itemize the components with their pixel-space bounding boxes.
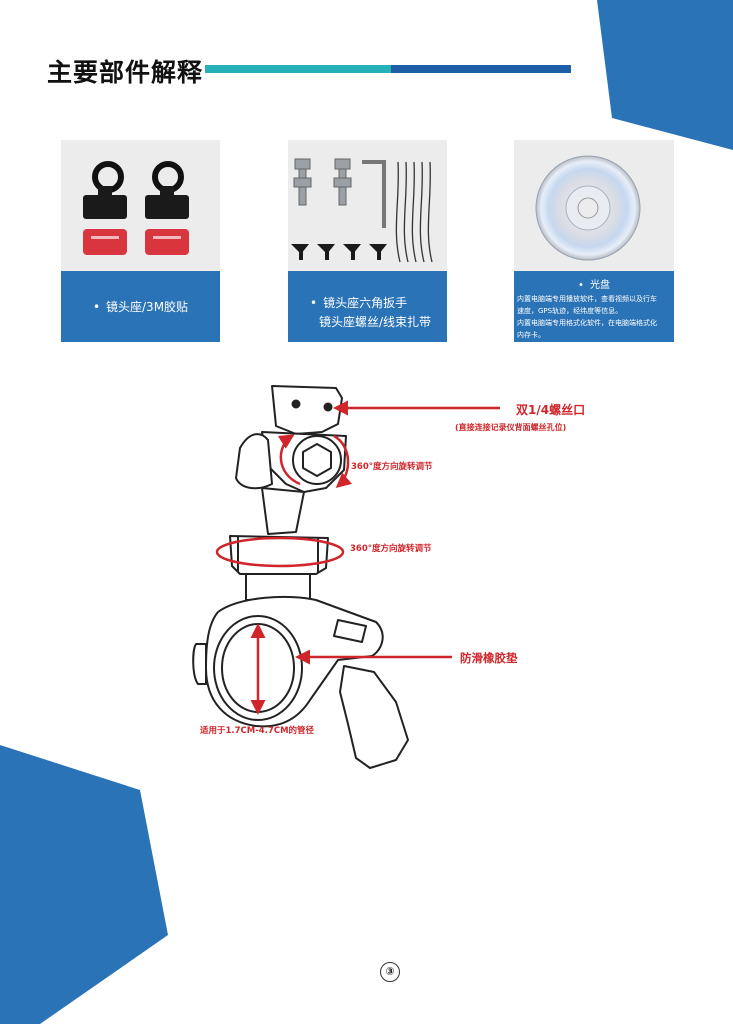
- card-disc: 光盘 内置电脑端专用播放软件，查看视频以及行车 速度，GPS轨迹，经纬度等信息。…: [514, 140, 674, 342]
- screw-mount-label: 双1/4螺丝口: [516, 403, 586, 417]
- rotate-label-top: 360°度方向旋转调节: [351, 462, 433, 472]
- caption-mount-adhesive: 镜头座/3M胶贴: [93, 298, 188, 315]
- bolt-right: [333, 158, 352, 206]
- page-number: ③: [380, 962, 400, 982]
- disc-desc-line1: 内置电脑端专用播放软件，查看视频以及行车: [517, 295, 657, 303]
- title-bar-teal: [205, 65, 391, 73]
- bottom-left-shape: [0, 745, 168, 1024]
- mount-base-right: [145, 195, 189, 219]
- card-caption: 镜头座/3M胶贴: [61, 271, 220, 342]
- mount-adhesive-image: [83, 161, 189, 255]
- screw-mount-sublabel: (直接连接记录仪背面螺丝孔位): [455, 423, 567, 432]
- screws-ties-image: [291, 158, 433, 263]
- cable-ties: [395, 161, 433, 263]
- caption-disc-heading: 光盘: [578, 280, 610, 291]
- card-mount-adhesive: 镜头座/3M胶贴: [61, 140, 220, 342]
- card-caption: 光盘 内置电脑端专用播放软件，查看视频以及行车 速度，GPS轨迹，经纬度等信息。…: [514, 271, 674, 342]
- disc-desc-line4: 内存卡。: [517, 331, 545, 339]
- bolt-left: [293, 158, 312, 206]
- mount-base-left: [83, 195, 127, 219]
- card-caption: 镜头座六角扳手 镜头座螺丝/线束扎带: [288, 271, 447, 342]
- rotate-label-middle: 360°度方向旋转调节: [350, 544, 432, 554]
- anti-slip-pad-label: 防滑橡胶垫: [460, 651, 518, 665]
- card-screws-ties: 镜头座六角扳手 镜头座螺丝/线束扎带: [288, 140, 447, 342]
- pipe-diameter-label: 适用于1.7CM-4.7CM的管径: [200, 726, 315, 736]
- disc-desc-line2: 速度，GPS轨迹，经纬度等信息。: [517, 307, 623, 315]
- caption-line2: 镜头座螺丝/线束扎带: [319, 315, 432, 329]
- adhesive-pad-right: [145, 229, 189, 255]
- hex-wrench-icon: [362, 160, 386, 228]
- title-bar-blue: [391, 65, 571, 73]
- page-title: 主要部件解释: [47, 58, 204, 87]
- caption-line1: 镜头座六角扳手: [310, 294, 407, 313]
- adhesive-pad-left: [83, 229, 127, 255]
- small-screws: [291, 244, 387, 260]
- top-right-shape: [597, 0, 733, 150]
- cd-disc-image: [535, 155, 641, 261]
- disc-desc-line3: 内置电脑端专用格式化软件，在电脑端格式化: [517, 319, 657, 327]
